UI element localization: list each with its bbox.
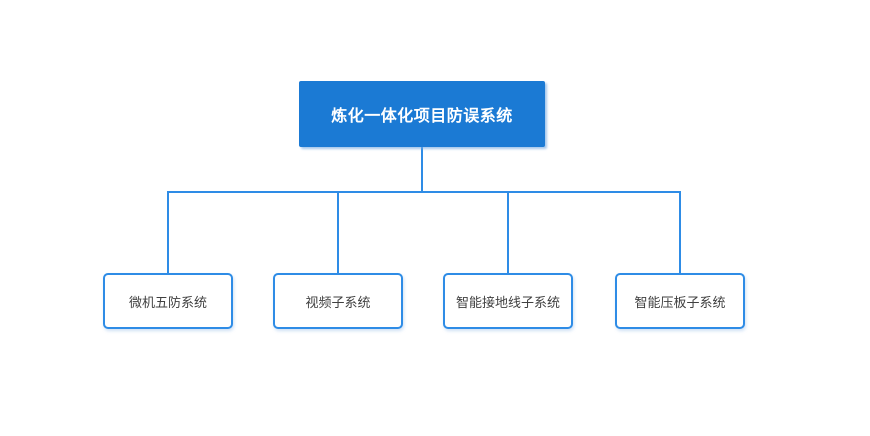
connector-path	[167, 147, 681, 273]
root-node-label: 炼化一体化项目防误系统	[331, 108, 513, 125]
child-node-grounding[interactable]: 智能接地线子系统	[443, 273, 573, 329]
child-node-wjwf[interactable]: 微机五防系统	[103, 273, 233, 329]
child-node-label: 视频子系统	[305, 294, 371, 310]
child-node-platen[interactable]: 智能压板子系统	[615, 273, 745, 329]
child-node-label: 微机五防系统	[128, 294, 207, 310]
child-node-label: 智能压板子系统	[634, 294, 726, 310]
child-node-video[interactable]: 视频子系统	[273, 273, 403, 329]
child-node-label: 智能接地线子系统	[455, 294, 560, 310]
root-node[interactable]: 炼化一体化项目防误系统	[299, 81, 545, 147]
